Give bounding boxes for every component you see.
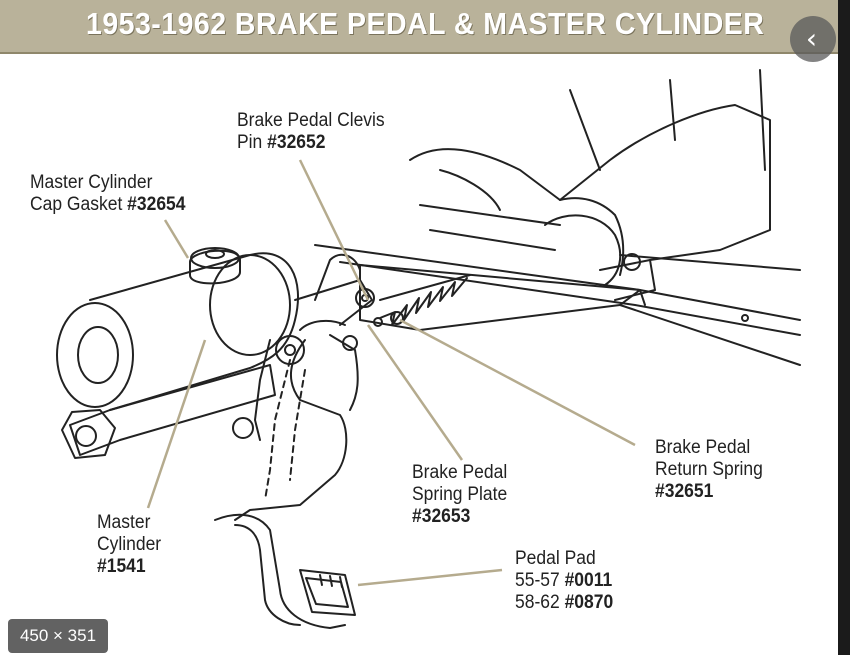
part-number-32651: #32651	[655, 481, 714, 502]
frame-rail-drawing	[314, 244, 801, 366]
pedal-bracket-drawing	[355, 264, 641, 331]
label-master-cylinder: Master Cylinder #1541	[97, 512, 161, 578]
label-cap-gasket-line1: Master Cylinder	[30, 172, 153, 193]
label-pedal-pad-line1: Pedal Pad	[515, 548, 596, 569]
page-title: 1953-1962 BRAKE PEDAL & MASTER CYLINDER	[86, 6, 765, 41]
pushrod-drawing	[294, 253, 373, 351]
leader-clevis-pin	[298, 159, 370, 301]
label-clevis-pin: Brake Pedal Clevis Pin #32652	[237, 110, 385, 154]
label-master-cylinder-line2: Cylinder	[97, 534, 162, 555]
label-pedal-pad: Pedal Pad 55-57 #0011 58-62 #0870	[515, 548, 613, 614]
leader-master-cylinder	[146, 339, 207, 509]
label-return-spring-line2: Return Spring	[655, 459, 763, 480]
leader-spring-plate	[366, 324, 464, 461]
label-pedal-pad-line3: 58-62	[515, 592, 565, 613]
part-number-32654: #32654	[127, 194, 186, 215]
label-spring-plate: Brake Pedal Spring Plate #32653	[412, 462, 507, 528]
label-cap-gasket: Master Cylinder Cap Gasket #32654	[30, 172, 185, 216]
label-master-cylinder-line1: Master	[97, 512, 151, 533]
return-spring-drawing	[373, 277, 468, 327]
chevron-left-icon: ‹	[805, 22, 818, 55]
leader-pedal-pad	[357, 568, 503, 587]
leader-return-spring	[399, 318, 636, 447]
label-cap-gasket-line2: Cap Gasket	[30, 194, 128, 215]
leader-cap-gasket	[163, 219, 190, 259]
label-return-spring: Brake Pedal Return Spring #32651	[655, 437, 763, 503]
image-size-badge: 450 × 351	[8, 619, 108, 653]
label-pedal-pad-line2: 55-57	[515, 570, 565, 591]
label-spring-plate-line1: Brake Pedal	[412, 462, 508, 483]
part-number-0011: #0011	[564, 570, 613, 591]
steering-column-drawing	[409, 69, 771, 301]
part-number-0870: #0870	[564, 592, 614, 613]
label-return-spring-line1: Brake Pedal	[655, 437, 751, 458]
part-number-1541: #1541	[97, 556, 146, 577]
leader-lines	[146, 159, 636, 587]
pedal-arm-drawing	[214, 334, 359, 629]
part-number-32652: #32652	[267, 132, 326, 153]
back-button[interactable]: ‹	[790, 16, 836, 62]
part-number-32653: #32653	[412, 506, 471, 527]
label-clevis-pin-line2: Pin	[237, 132, 268, 153]
label-clevis-pin-line1: Brake Pedal Clevis	[237, 110, 385, 131]
title-bar: 1953-1962 BRAKE PEDAL & MASTER CYLINDER	[0, 0, 850, 54]
label-spring-plate-line2: Spring Plate	[412, 484, 508, 505]
right-edge-strip	[838, 0, 850, 655]
